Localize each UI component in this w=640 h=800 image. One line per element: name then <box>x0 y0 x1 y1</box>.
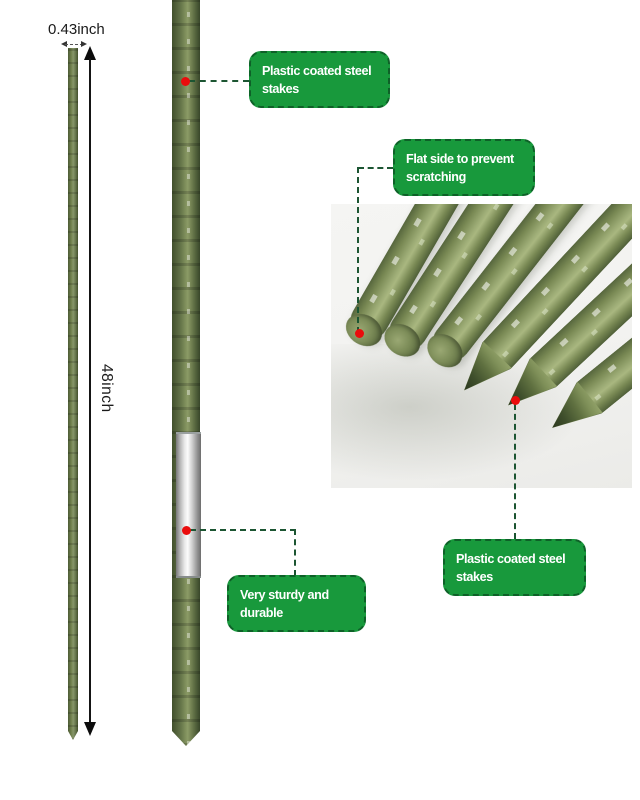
marker-dot-flat-side <box>355 329 364 338</box>
length-label: 48inch <box>98 364 115 413</box>
callout-flat-side: Flat side to prevent scratching <box>393 139 535 196</box>
callout-text: stakes <box>456 568 493 584</box>
stakes-bundle-photo <box>331 204 632 488</box>
callout-text: scratching <box>406 168 466 184</box>
length-arrow-line <box>89 58 91 724</box>
steel-core-sleeve <box>176 432 201 578</box>
callout-text: Plastic coated steel <box>456 550 566 566</box>
callout-text: Very sturdy and <box>240 586 329 602</box>
callout-plastic-coated-bottom: Plastic coated steel stakes <box>443 539 586 596</box>
callout-text: Plastic coated steel <box>262 62 372 78</box>
arrow-right-head-icon <box>81 41 87 47</box>
arrow-dashed-line <box>65 44 83 45</box>
callout-plastic-coated-top: Plastic coated steel stakes <box>249 51 390 108</box>
stake-closeup <box>172 0 200 746</box>
marker-dot-sturdy <box>182 526 191 535</box>
length-arrow-up-head-icon <box>84 46 96 60</box>
arrow-left-head-icon <box>61 41 67 47</box>
leader-line-sturdy-v <box>294 529 296 576</box>
leader-line-coated-top <box>189 80 249 82</box>
callout-very-sturdy: Very sturdy and durable <box>227 575 366 632</box>
diameter-label: 0.43inch <box>48 21 105 38</box>
marker-dot-coated-bottom <box>511 396 520 405</box>
leader-line-flat-side-v <box>357 167 359 333</box>
callout-text: stakes <box>262 80 299 96</box>
thin-stake-side-view <box>68 48 78 740</box>
marker-dot-coated-top <box>181 77 190 86</box>
length-arrow-down-head-icon <box>84 722 96 736</box>
leader-line-flat-side-h <box>358 167 393 169</box>
leader-line-sturdy-h <box>190 529 296 531</box>
diameter-arrow-icon <box>61 40 87 49</box>
callout-text: Flat side to prevent <box>406 150 514 166</box>
leader-line-coated-bottom <box>514 404 516 539</box>
callout-text: durable <box>240 604 283 620</box>
